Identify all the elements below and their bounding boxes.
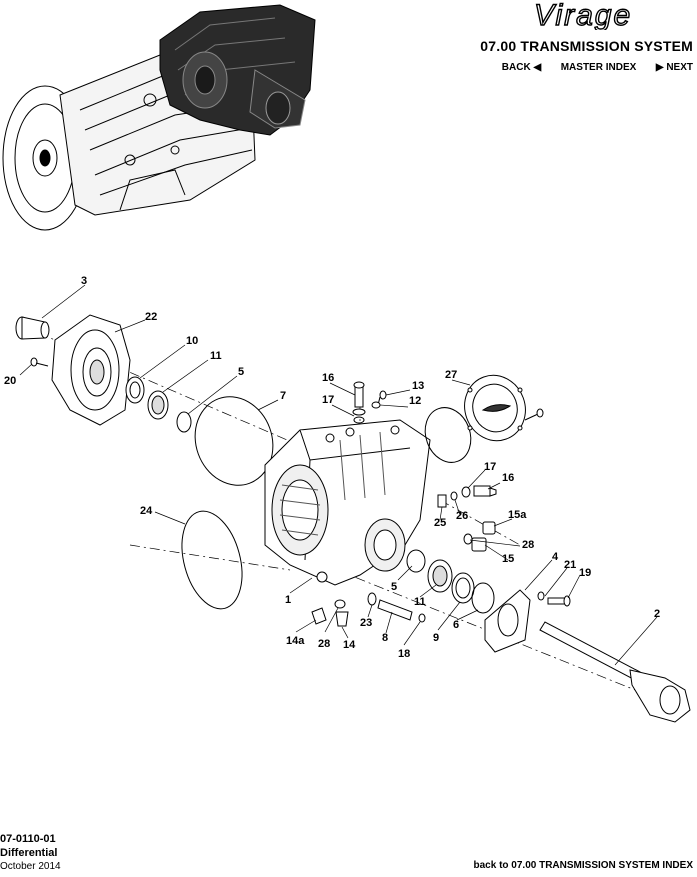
master-index-link[interactable]: MASTER INDEX xyxy=(560,62,637,73)
reference-block: 07-0110-01 Differential October 2014 xyxy=(0,832,61,874)
callout-25: 25 xyxy=(434,517,446,529)
callout-28: 28 xyxy=(522,539,534,551)
callout-16: 16 xyxy=(322,372,334,384)
callout-19: 19 xyxy=(579,567,591,579)
callout-12: 12 xyxy=(409,395,421,407)
part-12-washer xyxy=(371,401,381,409)
part-5-oring-right xyxy=(406,549,426,573)
next-label: NEXT xyxy=(666,62,693,73)
next-arrow-icon: ▶ xyxy=(655,62,664,73)
callout-6: 6 xyxy=(453,619,459,631)
part-11-bearing-right xyxy=(427,559,453,593)
part-23-seal xyxy=(367,592,377,606)
callout-22: 22 xyxy=(145,311,157,323)
callout-1: 1 xyxy=(285,594,291,606)
part-15a-plug xyxy=(482,521,496,535)
publication-date: October 2014 xyxy=(0,861,61,872)
callout-23: 23 xyxy=(360,617,372,629)
part-15-plug xyxy=(471,537,487,552)
part-20-bolt xyxy=(30,357,49,367)
section-title: 07.00 TRANSMISSION SYSTEM xyxy=(480,38,693,54)
part-28-washer-right xyxy=(463,533,473,545)
callout-11: 11 xyxy=(210,350,222,362)
callout-13: 13 xyxy=(412,380,424,392)
part-22-cover xyxy=(51,314,131,426)
callout-28b: 28 xyxy=(318,638,330,650)
callout-2: 2 xyxy=(654,608,660,620)
part-6-oring xyxy=(471,582,495,614)
part-14-plug xyxy=(335,611,349,627)
brand-logo: Virage xyxy=(533,2,632,30)
back-to-index-link[interactable]: back to 07.00 TRANSMISSION SYSTEM INDEX xyxy=(473,860,694,871)
callout-24: 24 xyxy=(140,505,153,517)
next-link[interactable]: ▶ NEXT xyxy=(656,62,693,73)
part-27-cover-plate xyxy=(424,374,544,463)
part-name: Differential xyxy=(0,847,58,859)
part-25-plug xyxy=(437,491,458,508)
back-arrow-icon: ◀ xyxy=(533,62,542,73)
callout-8: 8 xyxy=(382,632,388,644)
callout-5: 5 xyxy=(238,366,244,378)
callout-11b: 11 xyxy=(414,596,426,608)
transmission-overview xyxy=(2,4,316,231)
callout-18: 18 xyxy=(398,648,410,660)
callout-5b: 5 xyxy=(391,581,397,593)
part-number: 07-0110-01 xyxy=(0,833,56,845)
part-10-seal xyxy=(125,376,145,404)
part-14a-plug xyxy=(311,607,327,625)
callout-21: 21 xyxy=(564,559,576,571)
callout-17b: 17 xyxy=(484,461,496,473)
callout-10: 10 xyxy=(186,335,198,347)
part-9-seal xyxy=(451,572,475,604)
back-label: BACK xyxy=(501,62,531,73)
callout-3: 3 xyxy=(81,275,87,287)
part-8-shaft xyxy=(377,599,413,621)
part-5-oring xyxy=(176,411,192,433)
callout-14: 14 xyxy=(343,639,356,651)
part-24-large-oring xyxy=(181,510,243,610)
callout-27: 27 xyxy=(445,369,457,381)
callout-7: 7 xyxy=(280,390,286,402)
back-link[interactable]: BACK ◀ xyxy=(502,62,541,73)
callout-26: 26 xyxy=(456,510,468,522)
part-4-flange-plate xyxy=(484,589,531,653)
part-28-washer xyxy=(334,599,346,609)
part-3-flange xyxy=(15,316,50,340)
callout-15: 15 xyxy=(502,553,514,565)
part-2-shaft xyxy=(539,621,691,723)
callout-4: 4 xyxy=(552,551,559,563)
part-16-breather xyxy=(352,381,366,424)
callout-15a: 15a xyxy=(508,509,527,521)
part-19-bolt xyxy=(537,591,571,607)
part-18-screw xyxy=(418,613,426,623)
callout-14a: 14a xyxy=(286,635,305,647)
svg-text:Virage: Virage xyxy=(534,2,632,30)
part-7-large-oring xyxy=(194,396,274,486)
callout-leaders xyxy=(19,284,658,666)
callout-9: 9 xyxy=(433,632,439,644)
part-16-sensor xyxy=(461,485,497,498)
callout-20: 20 xyxy=(4,375,16,387)
part-1-housing xyxy=(264,419,431,586)
nav-bar: BACK ◀ MASTER INDEX ▶ NEXT xyxy=(502,62,693,73)
callouts: 3 22 20 10 11 5 7 16 17 13 12 27 17 16 2… xyxy=(4,275,660,660)
callout-17: 17 xyxy=(322,394,334,406)
callout-16b: 16 xyxy=(502,472,514,484)
